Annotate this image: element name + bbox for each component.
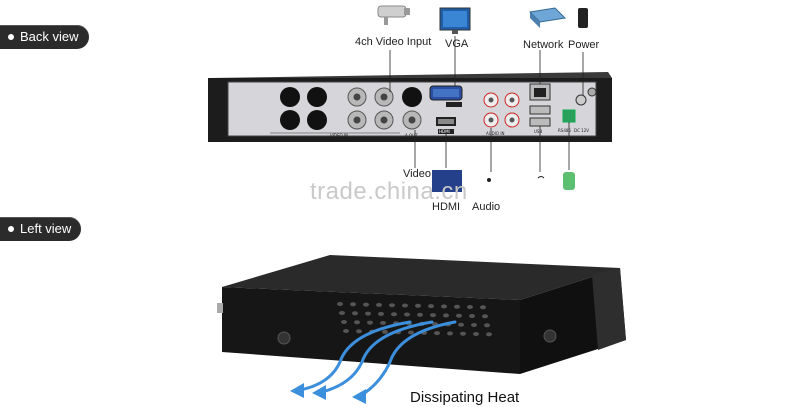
vent-hole [430, 313, 436, 318]
dissipating-heat-caption: Dissipating Heat [410, 389, 520, 406]
back-view-label: Back view [0, 25, 89, 49]
audio-rca-ports [483, 92, 520, 128]
vent-hole [484, 323, 490, 328]
vent-holes [337, 302, 492, 337]
vent-hole [447, 331, 453, 336]
hdmi-callout: HDMI [432, 201, 461, 213]
vent-hole [389, 303, 395, 308]
vga-callout: VGA [445, 38, 469, 50]
vent-hole [382, 329, 388, 334]
audio-callout: Audio [472, 201, 501, 213]
left-view-text: Left view [20, 221, 72, 236]
vent-hole [469, 314, 475, 318]
screw-icon [543, 329, 557, 343]
vent-hole [356, 329, 362, 334]
network-switch-icon [528, 7, 567, 28]
vent-hole [376, 302, 382, 307]
back-view-text: Back view [20, 29, 79, 44]
video-in-tag: VIDEO IN [330, 133, 348, 138]
vent-hole [482, 314, 488, 319]
power-plug-icon [578, 8, 588, 28]
video-in-ports [280, 87, 394, 130]
video-callout: Video [403, 168, 431, 180]
vent-hole [404, 312, 410, 317]
vent-hole [428, 304, 434, 309]
vent-hole [473, 332, 479, 336]
vga-tag: VGA [447, 102, 456, 107]
a-out-tag: A OUT [405, 133, 418, 138]
vent-hole [343, 329, 349, 333]
vent-hole [408, 330, 414, 335]
cctv-camera-icon [377, 5, 410, 25]
audio-in-tag: AUDIO IN [486, 131, 505, 136]
vent-hole [352, 311, 358, 316]
vent-hole [380, 320, 386, 325]
vent-hole [456, 313, 462, 318]
dc12v-tag: DC 12V [574, 128, 589, 133]
vent-hole [460, 331, 466, 336]
vent-hole [402, 303, 408, 308]
vent-hole [391, 312, 397, 317]
vent-hole [354, 320, 360, 325]
vent-hole [367, 320, 373, 325]
a-out-cover [402, 87, 422, 107]
vent-hole [443, 313, 449, 318]
usb-tag: USB [534, 129, 542, 134]
vent-hole [480, 305, 486, 310]
monitor-icon [439, 7, 471, 34]
hdmi-tag: HDMI [439, 129, 450, 134]
vent-hole [363, 302, 369, 307]
vent-hole [471, 323, 477, 327]
rs485-plug-icon [563, 172, 575, 190]
network-callout: Network [523, 39, 564, 51]
bullet-icon [8, 34, 14, 40]
power-callout: Power [568, 39, 600, 51]
vent-hole [365, 311, 371, 316]
vent-hole [378, 311, 384, 316]
dc-jack [575, 94, 587, 106]
usb-port [529, 105, 551, 115]
airflow-arrows [298, 320, 457, 398]
rs485-terminal [562, 109, 576, 123]
vent-hole [337, 302, 343, 306]
video-input-callout: 4ch Video Input [355, 36, 432, 48]
vent-hole [350, 302, 356, 307]
watermark: trade.china.cn [310, 178, 468, 205]
audio-icon [487, 178, 491, 182]
vent-hole [467, 305, 473, 309]
vent-hole [415, 303, 421, 308]
vent-hole [486, 332, 492, 337]
arrowhead-icon [290, 383, 366, 404]
bullet-icon [8, 226, 14, 232]
vent-hole [434, 331, 440, 336]
callout-lines [389, 36, 584, 172]
vent-hole [339, 311, 345, 315]
usb-port [529, 117, 551, 127]
usb-cable-icon [537, 176, 545, 179]
vent-hole [458, 322, 464, 327]
vent-hole [417, 312, 423, 317]
vent-hole [341, 320, 347, 324]
rs485-tag: RS485 [558, 128, 571, 133]
left-view-label: Left view [0, 217, 82, 241]
dvr-top-surface [222, 255, 620, 300]
screw-icon [277, 331, 291, 345]
hdmi-display-icon [432, 170, 462, 192]
vent-hole [454, 304, 460, 309]
vent-hole [441, 304, 447, 309]
